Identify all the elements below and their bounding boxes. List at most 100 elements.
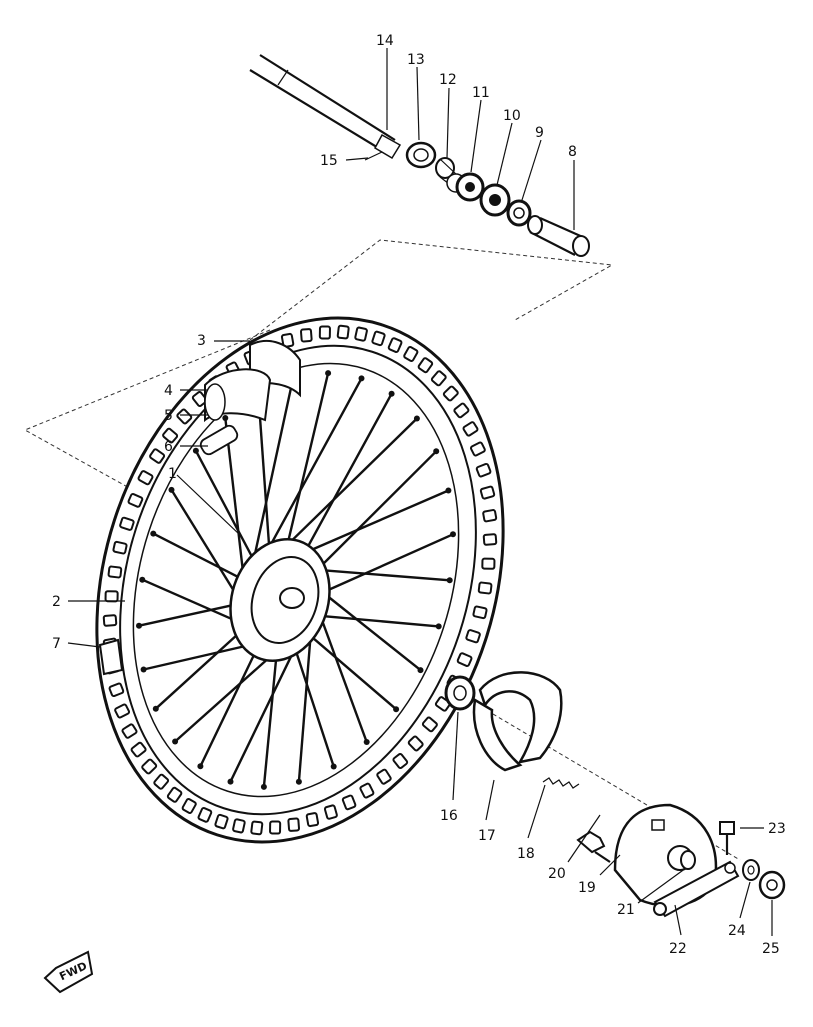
cam-lever-22 <box>653 860 740 918</box>
spoke-nipple <box>172 738 179 745</box>
inner-tube <box>199 340 301 456</box>
spoke-nipple <box>139 576 146 583</box>
axle <box>249 54 402 160</box>
oil-seal-16 <box>444 675 476 711</box>
spoke <box>174 648 279 743</box>
tread-block <box>102 614 118 627</box>
spoke-nipple <box>417 667 424 674</box>
spoke-nipple <box>227 778 234 785</box>
spoke-nipple <box>136 622 142 629</box>
spoke <box>257 393 271 549</box>
tread-block <box>469 441 486 457</box>
callout-1: 1 <box>168 466 177 482</box>
tread-block <box>354 326 368 342</box>
collar-8 <box>527 215 590 257</box>
tread-block <box>430 370 447 387</box>
spoke-nipple <box>150 530 157 537</box>
callout-7: 7 <box>52 636 61 652</box>
spoke-nipple <box>358 375 365 382</box>
callout-9: 9 <box>535 125 544 141</box>
tread-block <box>214 813 229 830</box>
tread-block <box>482 533 498 546</box>
tread-block <box>341 794 357 811</box>
callout-11: 11 <box>472 85 490 101</box>
tread-block <box>181 798 197 814</box>
tread-block <box>403 346 419 362</box>
tread-block <box>149 448 166 464</box>
tread-block <box>465 629 481 644</box>
tread-block <box>232 818 246 834</box>
tread-block <box>453 402 470 419</box>
spoke <box>194 450 256 562</box>
tread-block <box>456 652 473 667</box>
spoke <box>302 393 393 555</box>
spoke-nipple <box>393 706 400 713</box>
tread-block <box>421 716 438 733</box>
callout-20: 20 <box>548 866 566 882</box>
spoke <box>285 372 330 547</box>
spoke <box>267 377 363 550</box>
spoke-nipple <box>260 783 267 790</box>
bolt-23 <box>719 821 735 855</box>
spoke <box>224 417 246 582</box>
spoke-nipple <box>363 739 370 745</box>
washer-21 <box>680 850 696 870</box>
callout-22: 22 <box>669 941 687 957</box>
tread-block <box>442 385 459 402</box>
callout-12: 12 <box>439 72 457 88</box>
spoke-nipple <box>152 705 159 712</box>
spoke <box>138 601 243 627</box>
tread-block <box>477 581 493 595</box>
spoke <box>285 417 418 548</box>
tread-block <box>269 820 282 835</box>
tread-block <box>250 820 264 836</box>
tread-block <box>371 330 386 347</box>
tread-block <box>323 804 338 820</box>
spoke <box>262 649 279 788</box>
spoke <box>321 533 454 594</box>
spoke <box>297 634 312 782</box>
tread-block <box>305 812 320 828</box>
spoke <box>319 614 439 628</box>
brake-shoes <box>472 671 563 772</box>
tread-block <box>191 391 208 407</box>
callout-13: 13 <box>407 52 425 68</box>
rim-lock <box>98 638 124 676</box>
spoke-nipple <box>192 447 199 454</box>
spoke-nipple <box>168 486 175 493</box>
tread-block <box>114 703 131 719</box>
cotter-pin <box>364 151 383 161</box>
spoke-nipple <box>446 577 453 584</box>
spoke <box>293 646 335 767</box>
tread-block <box>127 493 144 508</box>
callout-4: 4 <box>164 383 173 399</box>
spoke <box>315 568 450 582</box>
tread-block <box>336 324 350 340</box>
spoke-nipple <box>330 763 337 770</box>
spoke <box>320 590 422 672</box>
tread-block <box>137 470 154 486</box>
tread-block <box>462 421 479 437</box>
spoke-nipple <box>445 487 452 494</box>
tread-block <box>197 807 213 823</box>
spoke-nipple <box>295 778 302 785</box>
callout-6: 6 <box>164 439 173 455</box>
callout-2: 2 <box>52 594 61 610</box>
callout-24: 24 <box>728 923 746 939</box>
bearing-10 <box>479 183 511 217</box>
spoke-nipple <box>222 415 229 421</box>
callout-17: 17 <box>478 828 496 844</box>
spoke-nipple <box>435 623 442 630</box>
tread-block <box>299 328 313 343</box>
spoke <box>199 641 262 767</box>
tire-tread-blocks <box>102 324 498 836</box>
tread-block <box>107 565 123 579</box>
tread-block <box>162 427 179 444</box>
spoke <box>318 614 368 743</box>
axle-assembly-outline <box>249 239 614 341</box>
callout-21: 21 <box>617 902 635 918</box>
callout-16: 16 <box>440 808 458 824</box>
tread-block <box>166 786 183 803</box>
callout-8: 8 <box>568 144 577 160</box>
tread-block <box>387 337 403 353</box>
